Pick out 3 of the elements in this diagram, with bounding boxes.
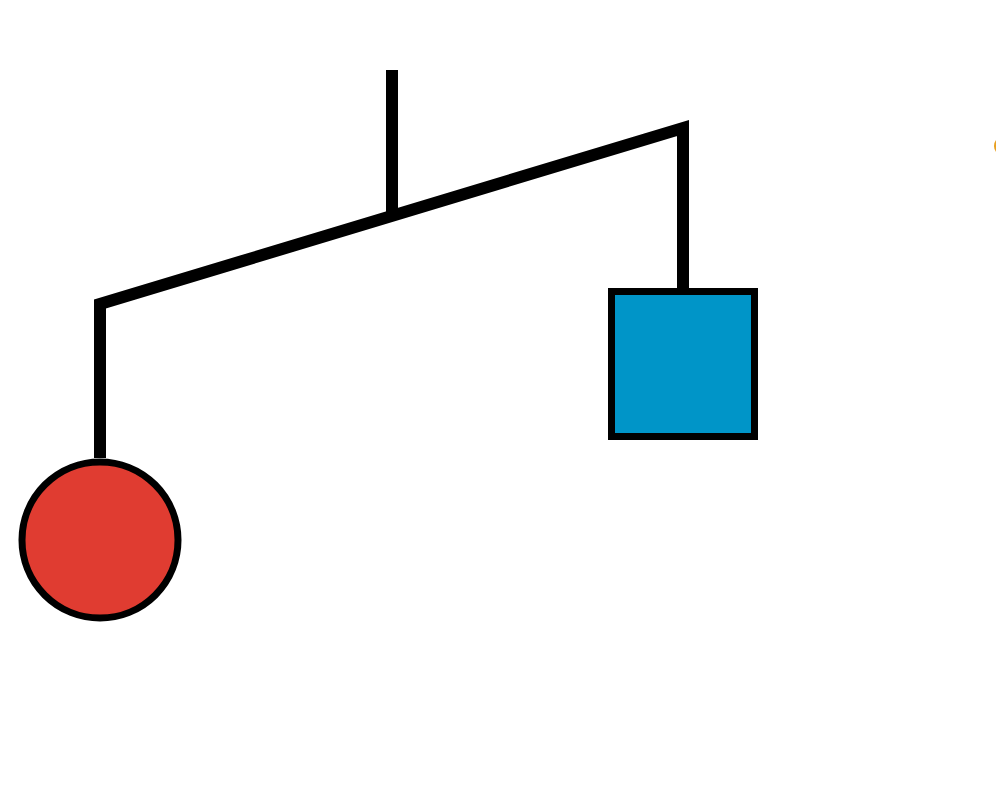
square-weight [608,288,758,440]
circle-weight [18,458,182,622]
balance-beam [94,119,689,458]
